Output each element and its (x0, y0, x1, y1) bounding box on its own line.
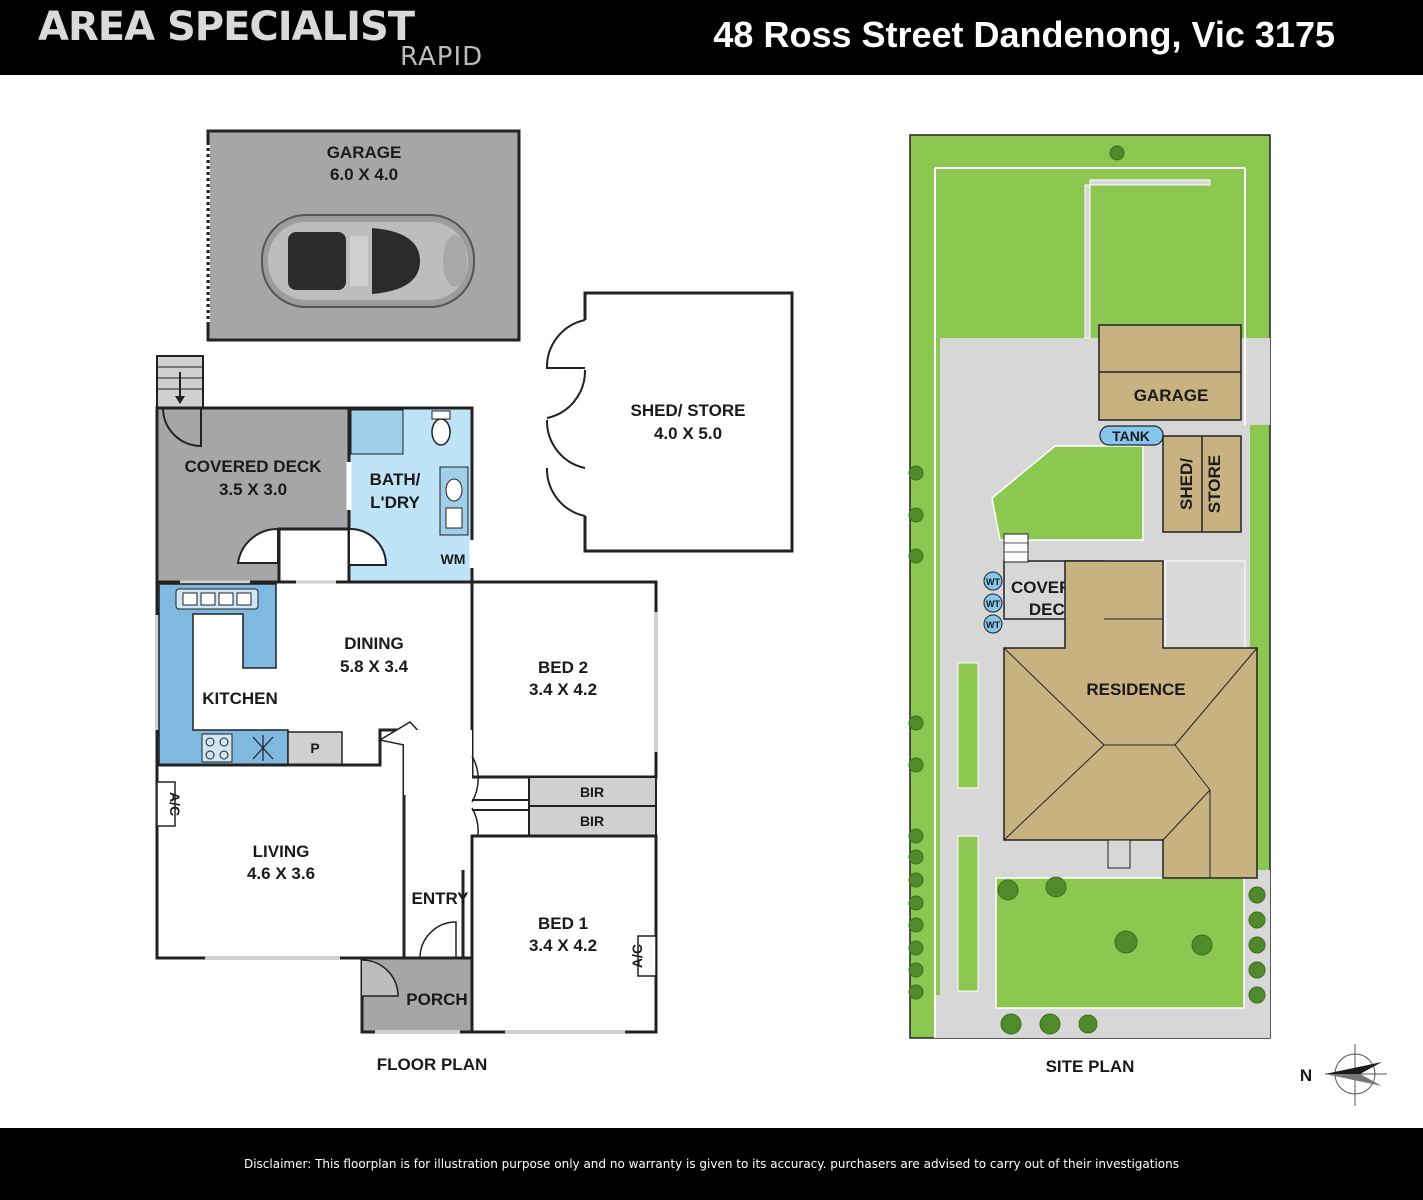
fridge-icon (252, 735, 274, 761)
property-address: 48 Ross Street Dandenong, Vic 3175 (713, 14, 1335, 55)
garden-strip-2 (957, 835, 979, 992)
bed1-dims: 3.4 X 4.2 (529, 936, 597, 955)
floor-plan-caption: FLOOR PLAN (377, 1055, 488, 1074)
bed2-label: BED 2 (538, 658, 588, 677)
header-bar (0, 0, 1423, 75)
site-shed-label-1: SHED/ (1177, 458, 1196, 510)
residence-label: RESIDENCE (1086, 680, 1185, 699)
brand-subtitle: RAPID (400, 42, 484, 72)
garden-strip-1 (957, 662, 979, 789)
entry-hall (404, 730, 472, 958)
tank-label: TANK (1112, 428, 1150, 444)
water-tanks: WT WT WT (983, 571, 1003, 634)
dining-dims: 5.8 X 3.4 (340, 657, 409, 676)
ac-bed1-label: A/C (629, 944, 645, 968)
kitchen-label: KITCHEN (202, 689, 278, 708)
brand-logo: AREA SPECIALIST (38, 4, 415, 50)
shed-dims: 4.0 X 5.0 (654, 424, 722, 443)
disclaimer-text: Disclaimer: This floorplan is for illust… (243, 1157, 1179, 1171)
deck-stairs (156, 355, 204, 409)
car-icon (261, 214, 475, 308)
wt-label-2: WT (986, 599, 1000, 609)
bir-1-label: BIR (580, 784, 604, 800)
shed-label: SHED/ STORE (631, 401, 746, 420)
covered-deck-label: COVERED DECK (185, 457, 323, 476)
entry-label: ENTRY (412, 889, 470, 908)
bath-label-1: BATH/ (370, 470, 421, 489)
bed2-room (470, 580, 658, 779)
bed1-label: BED 1 (538, 914, 588, 933)
site-plan-caption: SITE PLAN (1046, 1057, 1135, 1076)
tree-icons (908, 145, 1266, 1035)
garage-dims: 6.0 X 4.0 (330, 165, 398, 184)
wt-label-3: WT (986, 620, 1000, 630)
covered-deck-dims: 3.5 X 3.0 (219, 480, 287, 499)
site-plan: GARAGE TANK SHED/ STORE COVERED DECK WT … (908, 134, 1387, 1106)
porch-label: PORCH (406, 990, 467, 1009)
footer-bar (0, 1128, 1423, 1200)
site-garage-label: GARAGE (1134, 386, 1209, 405)
living-dims: 4.6 X 3.6 (247, 864, 315, 883)
pantry (287, 731, 343, 766)
pantry-label: P (310, 740, 319, 756)
wt-label-1: WT (986, 577, 1000, 587)
living-label: LIVING (253, 842, 310, 861)
bed1-room (470, 834, 658, 1034)
washing-machine-label: WM (441, 551, 466, 567)
floor-plan: GARAGE 6.0 X 4.0 SHED/ STORE 4.0 X 5.0 (155, 129, 794, 1074)
bir-2-label: BIR (580, 813, 604, 829)
north-arrow-icon (1325, 1044, 1387, 1106)
bed2-dims: 3.4 X 4.2 (529, 680, 597, 699)
north-label: N (1300, 1066, 1312, 1085)
lawn-patch (991, 445, 1144, 541)
site-shed-label-2: STORE (1205, 455, 1224, 513)
bath-label-2: L'DRY (370, 493, 420, 512)
ac-living-label: A/C (167, 792, 183, 816)
garage-label: GARAGE (327, 143, 402, 162)
shed-room (583, 291, 794, 553)
dining-label: DINING (344, 634, 404, 653)
